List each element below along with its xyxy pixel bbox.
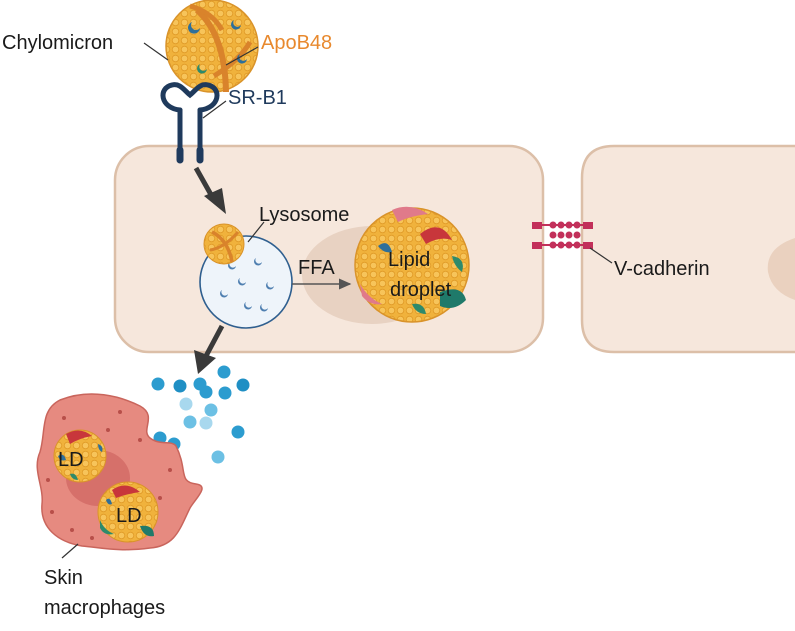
vcadherin-junction bbox=[532, 221, 593, 249]
lipid-droplet bbox=[354, 206, 470, 323]
release-arrow bbox=[203, 324, 225, 358]
chylomicron-leader bbox=[143, 42, 169, 61]
lysosome-label: Lysosome bbox=[259, 204, 349, 226]
macrophage bbox=[36, 393, 203, 551]
ld-label-2: LD bbox=[116, 505, 142, 527]
macrophage-label-line2: macrophages bbox=[44, 597, 165, 619]
chylomicron-label: Chylomicron bbox=[2, 32, 113, 54]
lipid-droplet-label-line2: droplet bbox=[390, 279, 452, 301]
ffa-particles bbox=[145, 365, 250, 464]
lysosome bbox=[199, 223, 293, 329]
srb1-label: SR-B1 bbox=[228, 87, 287, 109]
lysosome-leader bbox=[247, 221, 265, 243]
nucleus-partial bbox=[767, 238, 795, 300]
ld-label-1: LD bbox=[58, 449, 84, 471]
macrophage-label-line1: Skin bbox=[44, 567, 83, 589]
release-arrowhead bbox=[194, 350, 216, 374]
ffa-label: FFA bbox=[298, 257, 335, 279]
uptake-arrowhead bbox=[204, 188, 226, 214]
endothelial-cell-right bbox=[580, 144, 795, 354]
apob48-leader bbox=[225, 46, 259, 66]
chylomicron-particle bbox=[165, 0, 259, 93]
vcadherin-label: V-cadherin bbox=[614, 258, 710, 280]
srb1-leader bbox=[202, 100, 227, 119]
macrophage-leader bbox=[61, 543, 79, 559]
apob48-label: ApoB48 bbox=[261, 32, 332, 54]
vcadherin-leader bbox=[589, 247, 613, 264]
apob48-band bbox=[194, 7, 229, 93]
srb1-receptor bbox=[160, 82, 220, 164]
lipid-droplet-label-line1: Lipid bbox=[388, 249, 430, 271]
